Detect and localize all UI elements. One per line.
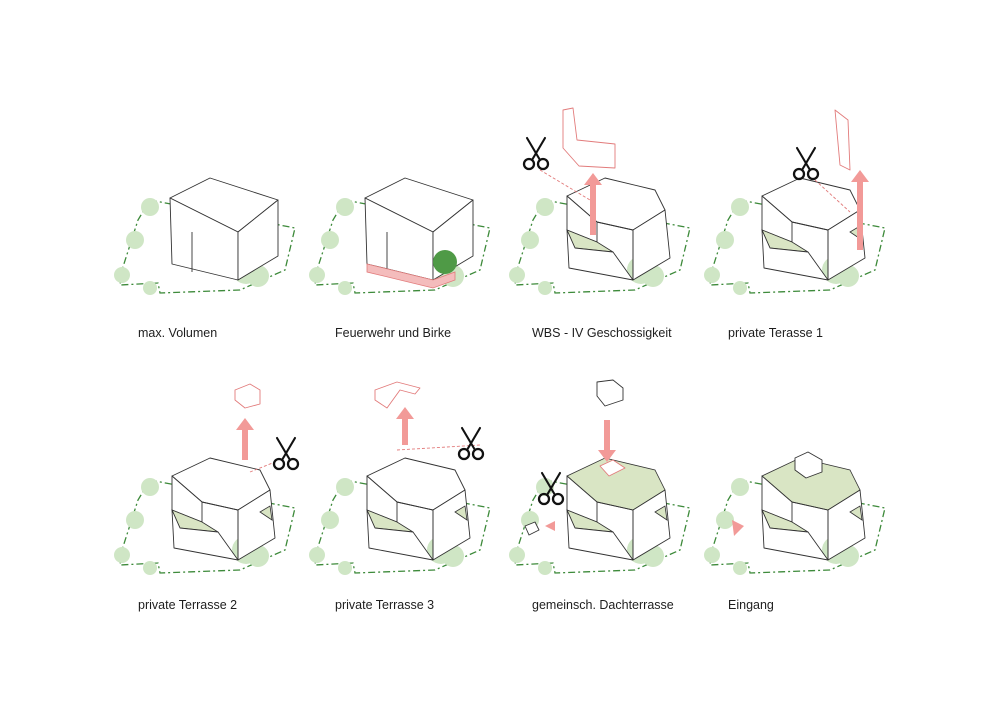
tree (538, 281, 552, 295)
roof-pavilion-volume (596, 379, 624, 407)
massing-drawing (114, 383, 300, 575)
tree (126, 511, 144, 529)
arrow-down-icon (598, 420, 616, 462)
diagram-step-5 (110, 280, 350, 580)
tree (716, 231, 734, 249)
scissors-icon (522, 136, 550, 171)
building-lower-face (761, 509, 829, 561)
diagram-step-4 (700, 0, 940, 300)
tree (309, 267, 325, 283)
fire-access-strip (366, 263, 456, 289)
tree (321, 231, 339, 249)
massing-drawing (509, 107, 691, 295)
tree (521, 231, 539, 249)
step-caption: private Terasse 1 (728, 326, 823, 340)
scissors-icon (537, 471, 565, 506)
massing-drawing (309, 381, 491, 575)
tree (309, 547, 325, 563)
private-terrace-2 (259, 505, 273, 521)
step-caption: WBS - IV Geschossigkeit (532, 326, 672, 340)
diagram-step-8 (700, 280, 940, 580)
arrow-up-icon (584, 173, 602, 235)
removed-volume (234, 383, 261, 409)
tree (731, 478, 749, 496)
step-caption: max. Volumen (138, 326, 218, 340)
building-lower-face (366, 509, 434, 561)
massing-drawing (309, 177, 491, 295)
tree (704, 267, 720, 283)
removed-volume (562, 107, 616, 169)
massing-drawing (509, 379, 691, 575)
tree (141, 198, 159, 216)
diagram-step-2 (305, 60, 545, 360)
tree (336, 478, 354, 496)
step-caption: gemeinsch. Dachterrasse (532, 598, 674, 612)
tree (143, 281, 157, 295)
private-terrace-2 (654, 505, 668, 521)
arrow-left-icon (545, 521, 555, 531)
building-lower-face (761, 229, 829, 281)
tree (338, 281, 352, 295)
tree (336, 198, 354, 216)
tree (538, 561, 552, 575)
tree (509, 547, 525, 563)
private-terrace-2 (454, 505, 468, 521)
roof-opening (599, 459, 626, 477)
building-side-face (237, 199, 279, 281)
tree (143, 561, 157, 575)
massing-drawing (114, 177, 296, 295)
diagram-step-3 (505, 0, 745, 300)
building-lower-face (171, 509, 239, 561)
tree (321, 511, 339, 529)
removed-volume (834, 109, 851, 171)
private-terrace-2 (849, 505, 863, 521)
scissors-icon (272, 436, 300, 471)
building-lower-face (566, 509, 634, 561)
arrow-up-icon (851, 170, 869, 250)
removed-volume (374, 381, 421, 409)
tree (733, 281, 747, 295)
diagram-step-1 (110, 60, 350, 360)
tree (733, 561, 747, 575)
step-caption: private Terrasse 3 (335, 598, 435, 612)
tree (114, 267, 130, 283)
birch-tree (433, 250, 457, 274)
arrow-up-icon (396, 407, 414, 445)
arrow-up-icon (236, 418, 254, 460)
tree (509, 267, 525, 283)
tree (536, 198, 554, 216)
tree (141, 478, 159, 496)
step-caption: Feuerwehr und Birke (335, 326, 452, 340)
step-caption: private Terrasse 2 (138, 598, 238, 612)
removed-volume (524, 521, 540, 536)
step-caption: Eingang (728, 598, 774, 612)
tree (716, 511, 734, 529)
scissors-icon (792, 146, 820, 181)
scissors-icon (457, 426, 485, 461)
diagram-step-6 (305, 280, 545, 580)
roof-pavilion (794, 451, 823, 479)
massing-drawing (704, 109, 886, 295)
tree (338, 561, 352, 575)
entrance-triangle-icon (732, 520, 744, 536)
tree (731, 198, 749, 216)
diagram-step-7 (505, 280, 745, 580)
building-lower-face (566, 229, 634, 281)
tree (114, 547, 130, 563)
massing-drawing (704, 451, 886, 575)
tree (126, 231, 144, 249)
tree (704, 547, 720, 563)
